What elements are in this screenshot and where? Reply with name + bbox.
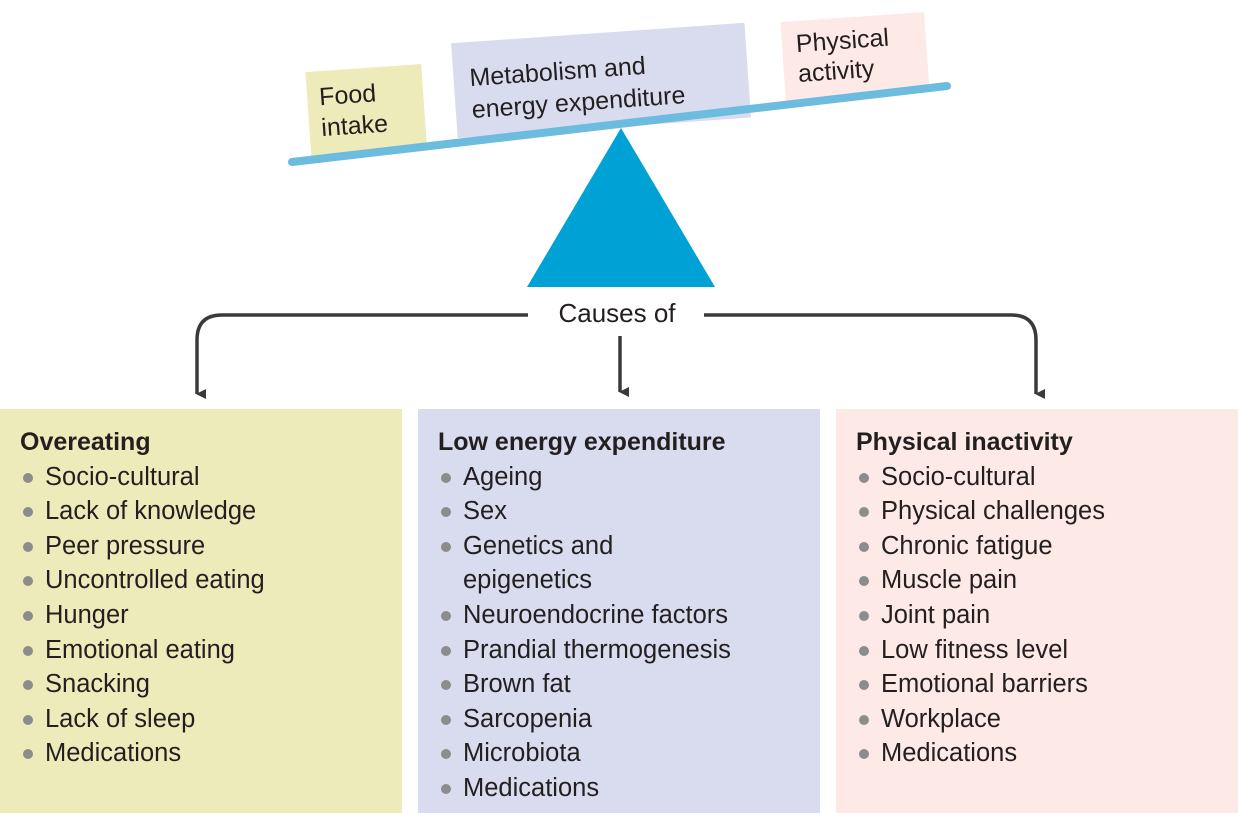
physical-inactivity-box: Physical inactivity Socio-cultural Physi… [836, 409, 1238, 813]
list-item: Muscle pain [856, 563, 1238, 598]
low-energy-expenditure-title: Low energy expenditure [438, 428, 726, 456]
physical-activity-line-1: Physical [795, 24, 890, 58]
metabolism-note: Metabolism and energy expenditure [451, 22, 751, 139]
balance-beam [288, 82, 951, 166]
list-item: Brown fat [438, 667, 820, 702]
list-item: Medications [438, 771, 820, 806]
list-item: Low fitness level [856, 633, 1238, 668]
list-item: Socio-cultural [856, 460, 1238, 495]
list-item: Neuroendocrine factors [438, 598, 820, 633]
list-item: Emotional eating [20, 633, 402, 668]
list-item: Sarcopenia [438, 702, 820, 737]
list-item: Snacking [20, 667, 402, 702]
causes-of-label: Causes of [532, 296, 702, 330]
list-item: Medications [20, 736, 402, 771]
food-intake-line-2: intake [320, 110, 389, 143]
overeating-title: Overeating [20, 428, 151, 456]
list-item: Genetics and epigenetics [438, 529, 688, 598]
arrow-to-overeating [195, 313, 528, 399]
overeating-list: Socio-cultural Lack of knowledge Peer pr… [20, 460, 402, 771]
arrow-to-inactivity [704, 313, 1045, 399]
list-item: Lack of sleep [20, 702, 402, 737]
list-item: Prandial thermogenesis [438, 633, 820, 668]
list-item: Emotional barriers [856, 667, 1238, 702]
list-item: Socio-cultural [20, 460, 402, 495]
list-item: Hunger [20, 598, 402, 633]
food-intake-line-1: Food [318, 79, 377, 111]
list-item: Chronic fatigue [856, 529, 1238, 564]
physical-inactivity-list: Socio-cultural Physical challenges Chron… [856, 460, 1238, 771]
list-item: Ageing [438, 460, 820, 495]
list-item: Joint pain [856, 598, 1238, 633]
food-intake-note: Food intake [305, 64, 428, 157]
list-item: Peer pressure [20, 529, 402, 564]
physical-inactivity-title: Physical inactivity [856, 428, 1073, 456]
list-item: Lack of knowledge [20, 494, 402, 529]
list-item: Workplace [856, 702, 1238, 737]
list-item: Physical challenges [856, 494, 1238, 529]
low-energy-expenditure-box: Low energy expenditure Ageing Sex Geneti… [418, 409, 820, 813]
list-item: Sex [438, 494, 820, 529]
physical-activity-line-2: activity [797, 55, 876, 88]
physical-activity-note: Physical activity [780, 12, 930, 102]
overeating-box: Overeating Socio-cultural Lack of knowle… [0, 409, 402, 813]
list-item: Uncontrolled eating [20, 563, 402, 598]
list-item: Microbiota [438, 736, 820, 771]
fulcrum-triangle [527, 128, 715, 287]
list-item: Medications [856, 736, 1238, 771]
low-energy-expenditure-list: Ageing Sex Genetics and epigenetics Neur… [438, 460, 820, 806]
